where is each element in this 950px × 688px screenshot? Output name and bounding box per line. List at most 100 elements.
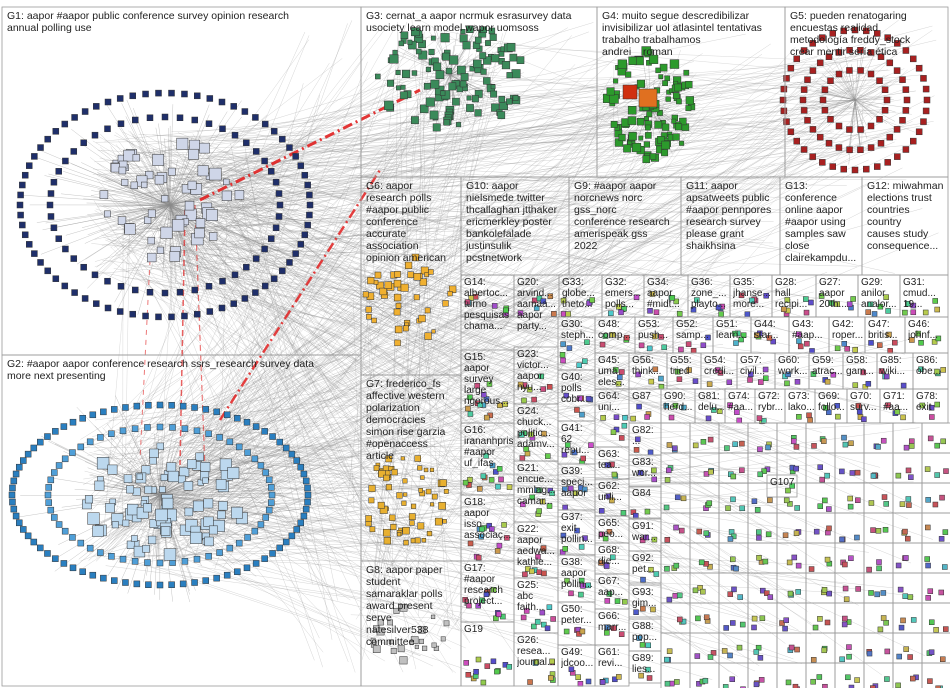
node: [878, 140, 884, 146]
node: [92, 272, 98, 278]
node: [401, 284, 408, 291]
node: [607, 529, 612, 534]
node: [426, 98, 435, 107]
node: [106, 503, 115, 512]
node: [26, 163, 32, 169]
node: [88, 513, 100, 525]
node: [794, 444, 799, 449]
node: [881, 590, 886, 595]
node: [474, 669, 479, 674]
node: [524, 446, 529, 451]
node: [62, 121, 68, 127]
node: [394, 608, 399, 613]
node: [941, 439, 946, 444]
node: [569, 667, 574, 672]
node: [169, 582, 175, 588]
node: [231, 507, 242, 518]
node: [673, 93, 679, 99]
node: [829, 301, 834, 306]
node: [842, 622, 847, 627]
node: [638, 470, 643, 475]
node: [672, 119, 676, 123]
node: [872, 311, 877, 316]
node: [62, 456, 68, 462]
node: [253, 256, 259, 262]
node: [147, 289, 153, 295]
node: [639, 343, 644, 348]
node: [673, 403, 678, 408]
node: [283, 539, 289, 545]
node: [564, 393, 569, 398]
node: [252, 290, 258, 296]
node: [767, 498, 772, 503]
node: [699, 560, 704, 565]
node: [866, 381, 871, 386]
node: [293, 153, 299, 159]
node: [845, 675, 850, 680]
node: [203, 406, 209, 412]
node: [763, 376, 768, 381]
node: [9, 485, 15, 491]
node: [184, 481, 193, 490]
node: [56, 462, 62, 468]
node: [206, 121, 212, 127]
node: [478, 402, 483, 407]
node: [484, 592, 489, 597]
node: [487, 382, 492, 387]
node: [852, 27, 858, 33]
node: [842, 341, 847, 346]
node: [579, 412, 584, 417]
node: [896, 563, 901, 568]
node: [731, 497, 736, 502]
node: [877, 343, 882, 348]
node: [137, 474, 143, 480]
node: [443, 519, 447, 523]
node: [517, 57, 524, 64]
node: [808, 418, 813, 423]
node: [882, 495, 887, 500]
node: [835, 414, 840, 419]
node: [848, 441, 853, 446]
node: [205, 537, 214, 546]
node: [752, 499, 757, 504]
node: [244, 565, 250, 571]
node: [572, 450, 577, 455]
node: [418, 523, 424, 529]
node: [803, 297, 808, 302]
node: [876, 528, 881, 533]
node: [605, 625, 610, 630]
node: [577, 363, 582, 368]
node: [667, 597, 672, 602]
node: [580, 583, 585, 588]
node: [409, 514, 415, 520]
node: [902, 529, 907, 534]
node: [90, 572, 96, 578]
node: [781, 307, 786, 312]
node: [279, 136, 285, 142]
node: [20, 526, 26, 532]
node: [634, 610, 639, 615]
node: [694, 298, 699, 303]
node: [93, 103, 99, 109]
node: [588, 443, 593, 448]
node: [56, 522, 62, 528]
node: [253, 148, 259, 154]
node: [512, 69, 520, 77]
node: [504, 535, 509, 540]
node: [535, 554, 540, 559]
node: [903, 594, 908, 599]
node: [608, 311, 613, 316]
node: [302, 232, 308, 238]
node: [758, 380, 763, 385]
node: [243, 264, 249, 270]
node: [795, 647, 800, 652]
node: [645, 125, 650, 130]
node: [649, 379, 654, 384]
node: [100, 575, 106, 581]
node: [466, 603, 471, 608]
node: [153, 154, 164, 165]
node: [846, 127, 852, 133]
node: [857, 47, 863, 53]
node: [801, 48, 807, 54]
node: [162, 498, 173, 509]
